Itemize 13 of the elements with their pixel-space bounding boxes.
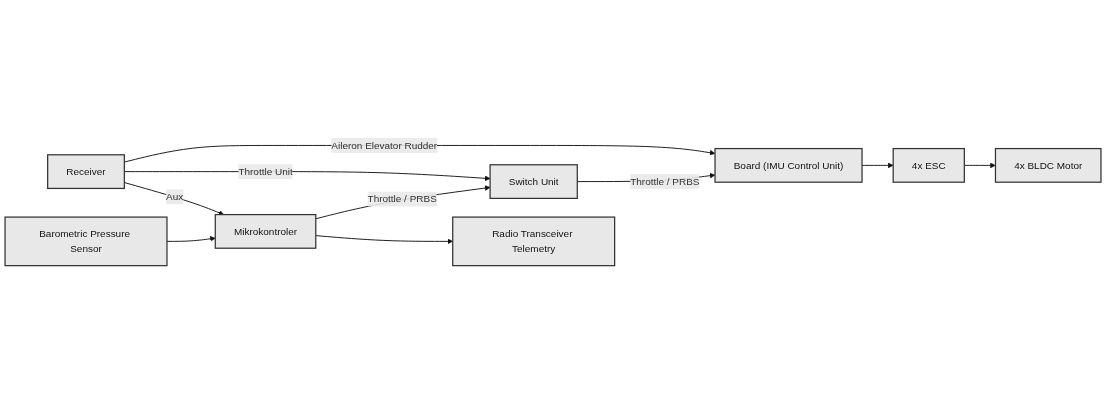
node-box: Receiver xyxy=(47,153,125,189)
node-box: Barometric Pressure Sensor xyxy=(4,216,168,266)
edge-label: Aux xyxy=(166,190,184,202)
node-box: Switch Unit xyxy=(489,163,578,199)
node-box: Mikrokontroler xyxy=(214,213,317,249)
edge-label: Aileron Elevator Rudder xyxy=(331,139,438,151)
edge-label: Throttle / PRBS xyxy=(367,193,437,204)
node-box: Radio Transceiver Telemetry xyxy=(452,216,616,266)
edge-label: Throttle Unit xyxy=(238,165,293,177)
node-box: 4x BLDC Motor xyxy=(994,147,1102,183)
edge-label: Throttle / PRBS xyxy=(630,175,700,187)
node-box: Board (IMU Control Unit) xyxy=(714,147,863,183)
node-box: 4x ESC xyxy=(892,147,965,183)
